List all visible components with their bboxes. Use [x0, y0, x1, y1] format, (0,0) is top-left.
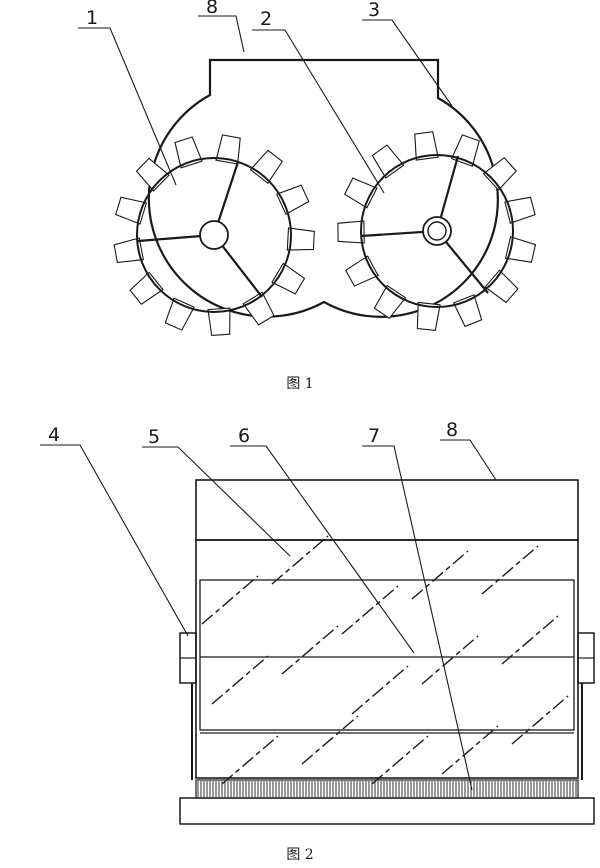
- gear-tooth: [416, 301, 441, 332]
- housing-top: [195, 479, 579, 541]
- base-teeth: [197, 781, 577, 797]
- blade-stroke: [411, 550, 469, 600]
- leader-7: [362, 445, 473, 791]
- gear-tooth: [344, 255, 379, 287]
- label-7: 7: [368, 425, 380, 447]
- casing-outline: [147, 58, 499, 318]
- roller-right: [337, 131, 537, 332]
- blade-stroke: [271, 535, 329, 585]
- blade-stroke: [221, 735, 279, 785]
- fig1-leaders: [78, 15, 453, 194]
- leader-6: [230, 445, 415, 654]
- label-8: 8: [206, 0, 218, 18]
- label-2: 2: [260, 8, 272, 30]
- blade-stroke: [281, 625, 339, 675]
- label-5: 5: [148, 426, 160, 448]
- gear-tooth: [215, 134, 241, 165]
- gear-tooth: [129, 271, 164, 305]
- blade-stroke: [441, 725, 499, 775]
- base-plate: [179, 797, 595, 825]
- leader-4: [40, 444, 189, 637]
- leader-2: [252, 29, 385, 194]
- roller-left-disc: [136, 157, 292, 313]
- gear-tooth: [343, 177, 378, 209]
- label-3: 3: [368, 0, 380, 21]
- drum-body: [195, 539, 579, 779]
- blade-stroke: [201, 575, 259, 625]
- roller-right-hub: [422, 216, 452, 246]
- gear-tooth: [164, 297, 195, 331]
- gear-tooth: [337, 220, 365, 244]
- roller-right-disc: [360, 154, 514, 308]
- leader-8b: [440, 439, 497, 481]
- figure-2-caption: 图 2: [286, 847, 313, 863]
- roller-right-hub-inner: [427, 221, 447, 241]
- drum-inner: [199, 579, 575, 731]
- figure-1-caption: 图 1: [286, 376, 313, 392]
- gear-tooth: [249, 149, 284, 184]
- blade-stroke: [511, 695, 569, 745]
- label-4: 4: [48, 424, 60, 446]
- blade-stroke: [351, 665, 409, 715]
- gear-tooth: [504, 236, 537, 263]
- blade-stroke: [421, 635, 479, 685]
- gear-tooth: [484, 269, 519, 304]
- blade-stroke: [371, 735, 429, 785]
- gear-tooth: [135, 157, 170, 192]
- gear-tooth: [113, 237, 145, 264]
- blade-stroke: [341, 585, 399, 635]
- blade-stroke: [481, 545, 539, 595]
- gear-tooth: [286, 227, 315, 251]
- gear-tooth: [373, 284, 407, 319]
- label-8-fig2: 8: [446, 419, 458, 441]
- leader-3: [362, 19, 453, 107]
- gear-tooth: [371, 144, 405, 179]
- gear-tooth: [242, 291, 275, 326]
- roller-left: [113, 134, 315, 336]
- leader-1: [78, 27, 177, 186]
- gear-tooth: [275, 184, 310, 215]
- blade-strokes: [201, 535, 569, 785]
- gear-tooth: [482, 156, 518, 191]
- leader-8: [198, 15, 245, 53]
- blade-stroke: [301, 715, 359, 765]
- figure-1: 1 8 2 3 图 1: [78, 0, 537, 392]
- teeth-left: [113, 134, 315, 336]
- blade-stroke: [501, 615, 559, 665]
- gear-tooth: [414, 131, 439, 161]
- fig2-leaders: [40, 439, 497, 791]
- gear-tooth: [207, 307, 231, 336]
- gear-tooth: [271, 262, 306, 295]
- label-1: 1: [86, 7, 98, 29]
- roller-left-hub: [199, 220, 229, 250]
- leader-5: [142, 446, 291, 557]
- label-6: 6: [238, 425, 250, 447]
- figure-2: 4 5 6 7 8 图 2: [40, 419, 595, 863]
- blade-stroke: [211, 655, 269, 705]
